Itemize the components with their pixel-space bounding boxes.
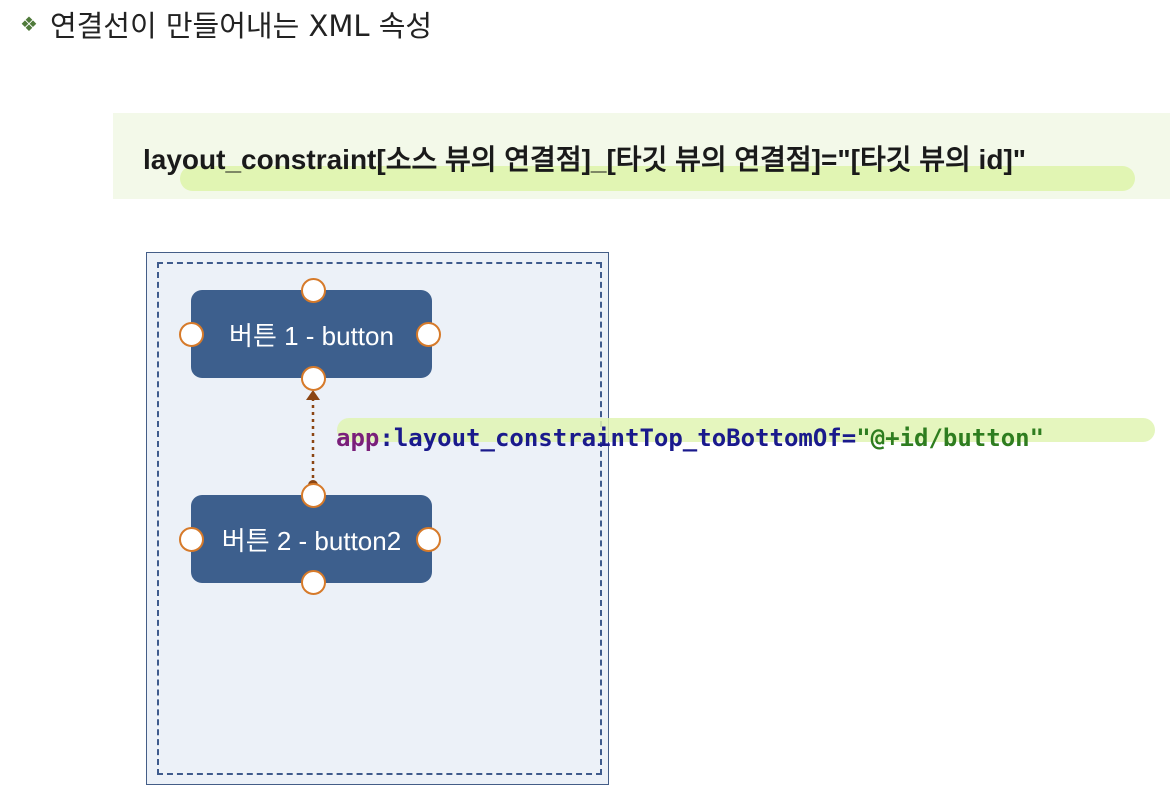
slide-heading: ❖ 연결선이 만들어내는 XML 속성 xyxy=(20,4,432,44)
button-1-label: 버튼 1 - button xyxy=(229,320,394,351)
attribute-name: layout_constraintTop_toBottomOf xyxy=(393,424,842,452)
diamond-bullet-icon: ❖ xyxy=(20,12,38,36)
attribute-separator: : xyxy=(379,424,394,452)
attribute-equals: = xyxy=(841,424,857,452)
layout-dashed-boundary xyxy=(157,262,602,775)
button-1-widget[interactable]: 버튼 1 - button xyxy=(191,290,432,378)
formula-highlight xyxy=(180,166,1135,191)
button-2-right-handle[interactable] xyxy=(416,527,441,552)
attribute-namespace: app xyxy=(336,424,380,452)
button-2-left-handle[interactable] xyxy=(179,527,204,552)
button-2-widget[interactable]: 버튼 2 - button2 xyxy=(191,495,432,583)
button-2-top-handle[interactable] xyxy=(301,483,326,508)
slide-title: 연결선이 만들어내는 XML 속성 xyxy=(49,9,433,43)
attribute-value: "@+id/button" xyxy=(856,424,1045,452)
button-2-label: 버튼 2 - button2 xyxy=(221,525,402,556)
button-1-top-handle[interactable] xyxy=(301,278,326,303)
button-2-bottom-handle[interactable] xyxy=(301,570,326,595)
constraint-attribute: app:layout_constraintTop_toBottomOf="@+i… xyxy=(336,424,1044,452)
button-1-right-handle[interactable] xyxy=(416,322,441,347)
button-1-left-handle[interactable] xyxy=(179,322,204,347)
formula-text: layout_constraint[소스 뷰의 연결점]_[타깃 뷰의 연결점]… xyxy=(143,144,1027,175)
button-1-bottom-handle[interactable] xyxy=(301,366,326,391)
attribute-highlight xyxy=(337,418,1155,442)
